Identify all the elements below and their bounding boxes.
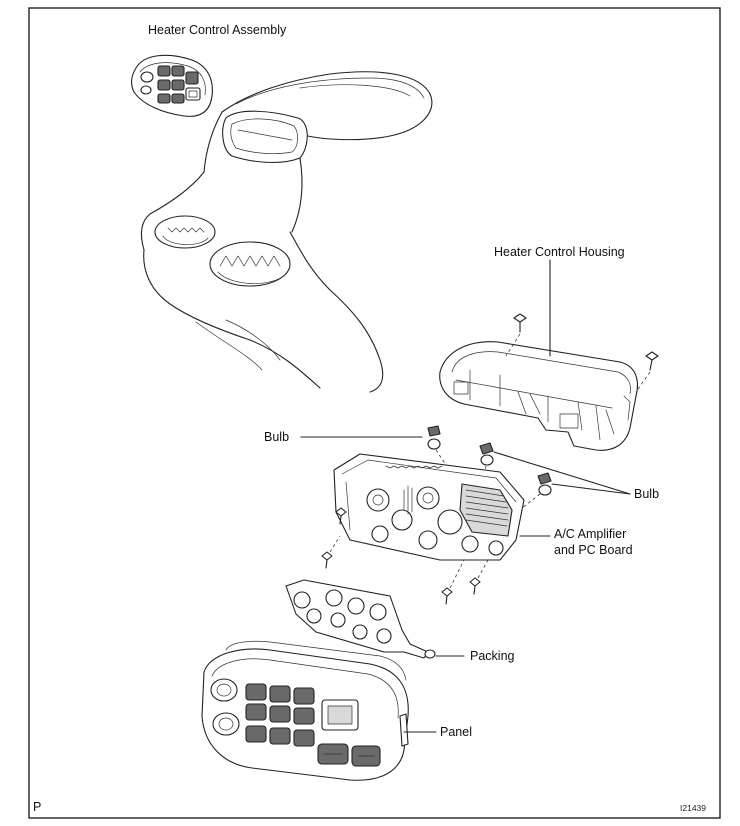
bulb-right [521,472,552,509]
figure-code: I21439 [680,803,706,813]
leader-lines [300,259,631,733]
leader-bulb-right-a [493,451,631,495]
board-screw-lower-left [321,535,341,569]
leader-bulb-right-b [551,483,631,495]
housing-screw-left [505,313,527,357]
board-screw-upper-left [335,507,347,525]
heater-control-housing-illustration [439,341,638,451]
panel-illustration [201,640,409,781]
label-heater-control-assembly: Heater Control Assembly [148,23,287,37]
label-ac-amplifier-line2: and PC Board [554,543,633,557]
diagram-frame [28,7,721,819]
label-packing: Packing [470,649,515,663]
label-bulb-left: Bulb [264,430,289,444]
ac-amplifier-pc-board-illustration [333,453,525,561]
housing-screw-right [635,351,659,393]
packing-illustration [285,579,436,659]
heater-control-assembly-illustration [131,54,213,117]
label-panel: Panel [440,725,472,739]
label-ac-amplifier-line1: A/C Amplifier [554,527,626,541]
page-mark: P [33,800,41,814]
dashboard-console-illustration [140,71,433,393]
label-bulb-right: Bulb [634,487,659,501]
bulb-top-left [427,425,449,469]
board-screw-bottom-b [469,559,489,595]
board-screw-bottom-a [441,559,465,605]
label-heater-control-housing: Heater Control Housing [494,245,625,259]
